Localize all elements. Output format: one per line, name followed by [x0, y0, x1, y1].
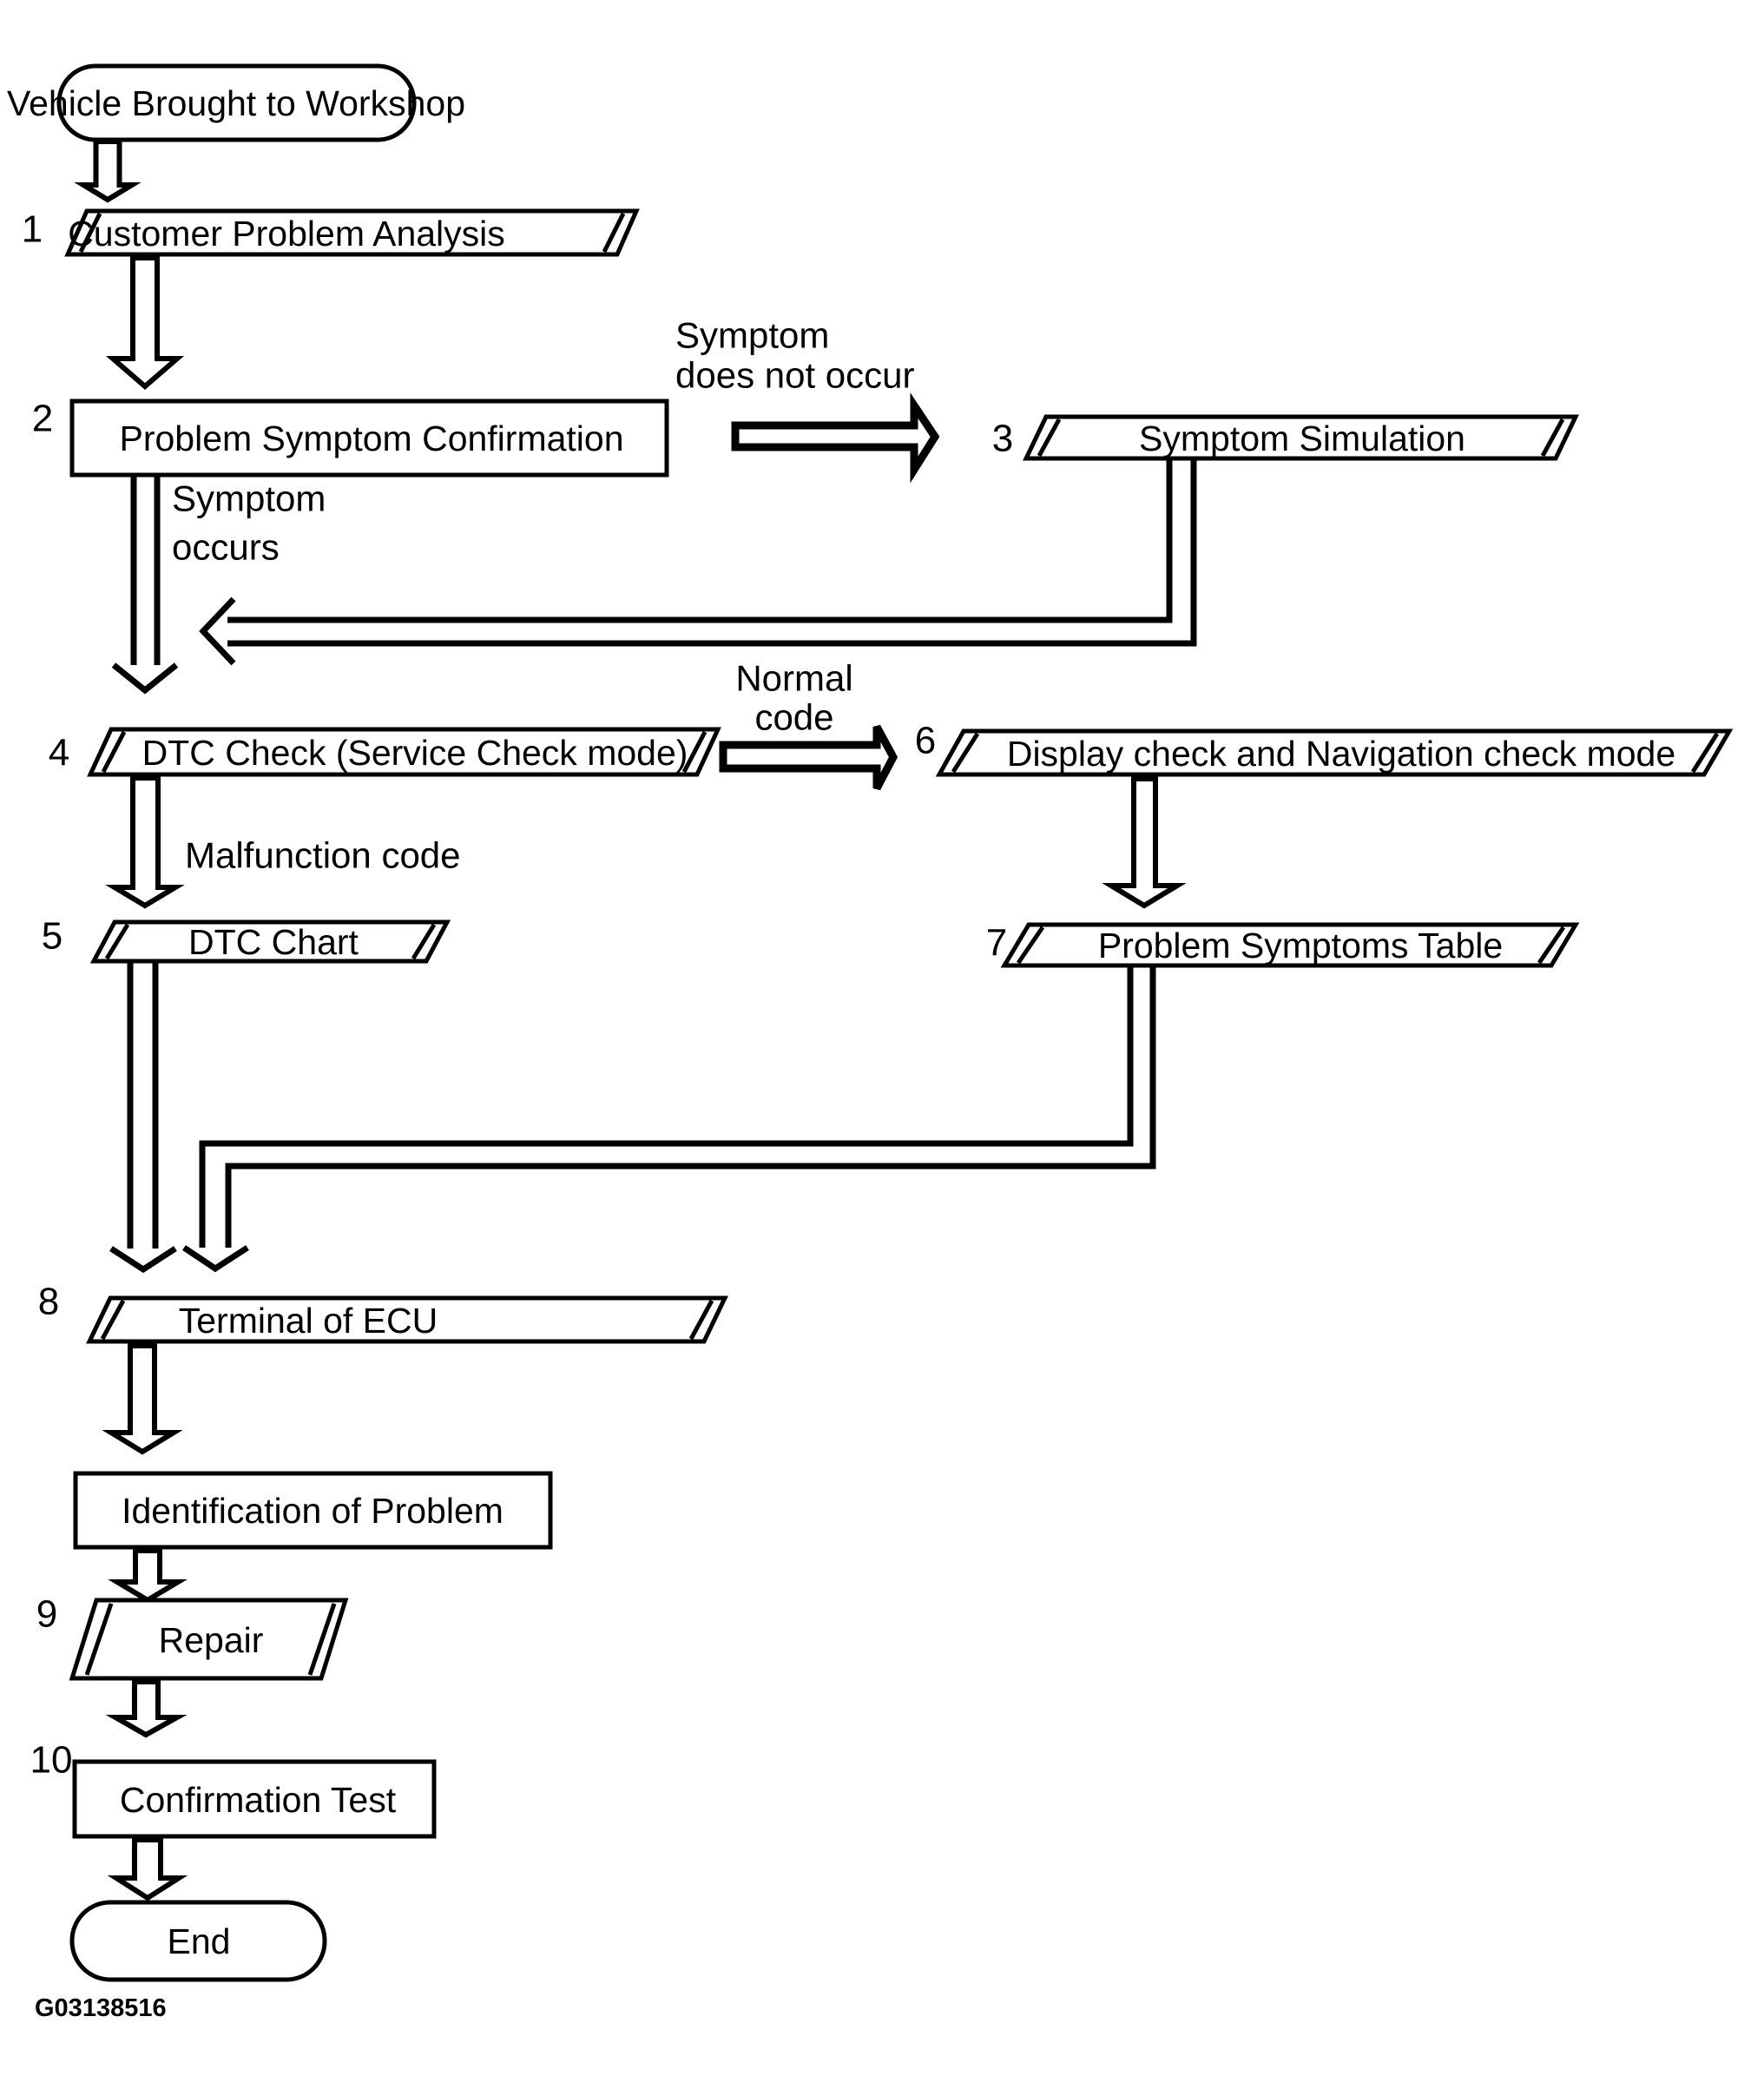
step4-parallelogram	[87, 727, 721, 777]
symptoms-table-to-terminal-connector	[182, 966, 1156, 1273]
step3-label: Symptom Simulation	[1139, 418, 1465, 458]
step1-parallelogram	[64, 208, 640, 257]
down-open-arrowhead-icon	[182, 1245, 249, 1273]
dtc-chart-to-terminal-connector	[109, 961, 177, 1274]
arrow-step8-to-identification-icon	[102, 1343, 183, 1455]
step4-number: 4	[49, 732, 69, 774]
step9-parallelogram	[69, 1598, 349, 1681]
start-terminator	[56, 63, 417, 142]
step1-label: Customer Problem Analysis	[68, 214, 505, 254]
step10-rectangle	[72, 1759, 437, 1839]
edge-label-normal-code-line2: code	[754, 697, 833, 738]
edge-label-malfunction-code: Malfunction code	[185, 835, 461, 876]
step7-number: 7	[986, 922, 1007, 965]
step9-number: 9	[36, 1593, 57, 1636]
step2-label: Problem Symptom Confirmation	[119, 418, 623, 458]
step10-number: 10	[30, 1739, 73, 1782]
arrow-step6-to-step7-icon	[1102, 776, 1187, 909]
left-open-arrowhead-icon	[199, 596, 236, 666]
step3-number: 3	[992, 418, 1013, 460]
arrow-start-to-step1-icon	[74, 139, 142, 203]
step9-label: Repair	[159, 1620, 264, 1660]
arrow-step2-to-step3-icon	[731, 392, 940, 484]
step3-parallelogram	[1023, 414, 1579, 461]
step10-label: Confirmation Test	[120, 1780, 397, 1820]
end-label: End	[168, 1921, 231, 1961]
step5-parallelogram	[89, 919, 451, 964]
step6-parallelogram	[935, 728, 1734, 777]
arrow-repair-to-confirmation-icon	[105, 1679, 188, 1738]
identification-label: Identification of Problem	[122, 1491, 504, 1531]
edge-label-normal-code-line1: Normal	[735, 658, 852, 699]
symptom-occurs-connector	[111, 475, 179, 695]
step7-label: Problem Symptoms Table	[1098, 926, 1503, 965]
edge-label-symptom-occurs-line1: Symptom	[172, 478, 326, 519]
arrow-confirmation-to-end-icon	[107, 1837, 188, 1901]
step1-number: 1	[22, 208, 43, 251]
step2-number: 2	[32, 398, 53, 440]
edge-label-symptom-occurs-line2: occurs	[172, 527, 280, 568]
step8-label: Terminal of ECU	[179, 1301, 438, 1341]
arrow-step1-to-step2-icon	[105, 255, 185, 390]
step6-label: Display check and Navigation check mode	[1007, 734, 1675, 774]
identification-rectangle	[73, 1471, 553, 1550]
step5-label: DTC Chart	[188, 922, 359, 962]
end-terminator	[69, 1900, 327, 1982]
figure-id: G03138516	[35, 1994, 167, 2022]
arrow-step4-to-step6-icon	[719, 724, 898, 791]
edge-label-symptom-does-not-occur-line2: does not occur	[675, 355, 915, 396]
start-label: Vehicle Brought to Workshop	[7, 83, 465, 123]
arrow-identification-to-repair-icon	[108, 1548, 188, 1604]
edge-label-symptom-does-not-occur-line1: Symptom	[675, 315, 829, 356]
step5-number: 5	[42, 915, 63, 958]
step4-label: DTC Check (Service Check mode)	[142, 733, 688, 773]
step7-parallelogram	[1000, 922, 1580, 968]
down-open-arrowhead-icon	[111, 662, 179, 695]
step6-number: 6	[915, 720, 936, 762]
return-connector-from-symptom-simulation	[199, 458, 1197, 666]
step2-rectangle	[69, 399, 669, 478]
step8-number: 8	[38, 1281, 59, 1323]
down-open-arrowhead-icon	[109, 1246, 177, 1274]
step8-parallelogram	[86, 1295, 728, 1344]
arrow-step4-to-step5-icon	[105, 775, 185, 909]
